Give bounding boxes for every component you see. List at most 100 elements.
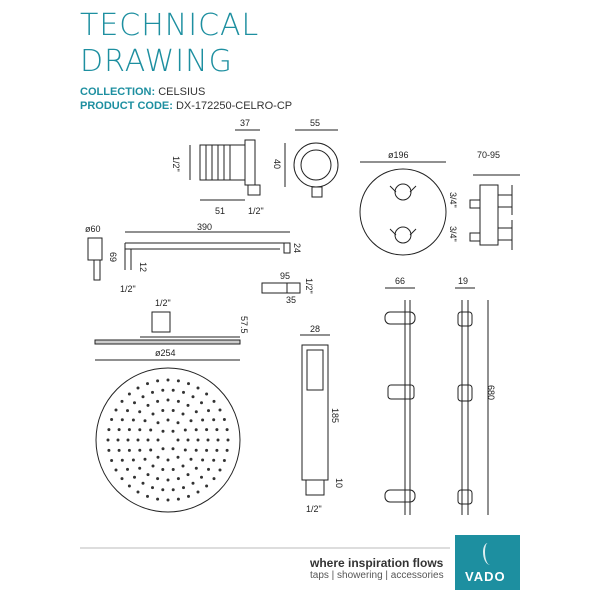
- dim-half-inch-e: 1/2": [155, 298, 171, 308]
- nozzle: [166, 398, 170, 402]
- dim-57-5: 57.5: [239, 316, 249, 334]
- nozzle: [166, 498, 170, 502]
- nozzle: [181, 412, 185, 416]
- nozzle: [212, 477, 216, 481]
- nozzle: [171, 409, 175, 412]
- collection-value: CELSIUS: [158, 86, 206, 98]
- dim-28: 28: [310, 324, 320, 334]
- nozzle: [191, 481, 195, 485]
- nozzle: [187, 494, 190, 498]
- dim-40: 40: [272, 159, 282, 169]
- nozzle: [136, 386, 140, 390]
- nozzle: [194, 466, 198, 470]
- nozzle: [151, 390, 154, 394]
- nozzle: [181, 464, 185, 468]
- nozzle: [146, 473, 150, 477]
- nozzle: [120, 399, 124, 403]
- dim-three-quarter-b: 3/4": [448, 226, 458, 242]
- nozzle: [189, 419, 193, 423]
- nozzle: [114, 468, 118, 472]
- nozzle: [200, 401, 203, 405]
- nozzle: [138, 428, 142, 432]
- nozzle: [216, 438, 220, 442]
- dim-254: ø254: [155, 348, 176, 358]
- nozzle: [196, 386, 200, 390]
- shower-head-view: [94, 311, 241, 513]
- footer-tagline: where inspiration flows: [310, 556, 444, 570]
- nozzle: [176, 438, 180, 442]
- riser-rail-front-view: [384, 287, 416, 515]
- nozzle: [138, 466, 142, 470]
- collection-row: COLLECTION: CELSIUS: [80, 86, 205, 98]
- nozzle: [215, 448, 219, 452]
- water-drop-icon: [483, 543, 495, 565]
- collection-label: COLLECTION:: [80, 86, 156, 98]
- valve-side-view: [469, 174, 520, 250]
- nozzle: [171, 488, 175, 492]
- brand-name: VADO: [465, 569, 506, 584]
- dim-half-inch-b: 1/2": [248, 206, 264, 216]
- nozzle: [196, 490, 200, 494]
- nozzle: [176, 399, 180, 403]
- dim-390: 390: [197, 222, 212, 232]
- nozzle: [225, 448, 229, 452]
- small-handset-view: [261, 282, 301, 294]
- nozzle: [120, 477, 124, 481]
- nozzle: [215, 428, 219, 432]
- nozzle: [141, 481, 145, 485]
- shower-arm-view: [87, 231, 291, 281]
- nozzle: [156, 421, 160, 425]
- nozzle: [183, 428, 187, 432]
- nozzle: [201, 458, 205, 462]
- nozzle: [126, 467, 129, 471]
- nozzle: [186, 403, 190, 407]
- riser-rail-side-view: [455, 287, 489, 515]
- title-line-2: DRAWING: [80, 44, 233, 79]
- nozzle: [126, 409, 129, 413]
- title-line-1: TECHNICAL: [80, 8, 260, 43]
- dim-196: ø196: [388, 150, 409, 160]
- nozzle: [146, 494, 149, 498]
- shower-head-nozzles: [106, 378, 230, 502]
- nozzle: [183, 448, 187, 452]
- nozzle: [156, 477, 160, 481]
- nozzle: [161, 429, 165, 433]
- nozzle: [212, 458, 216, 462]
- nozzle: [171, 388, 175, 392]
- nozzle: [200, 475, 203, 479]
- nozzle: [146, 382, 149, 386]
- nozzle: [131, 458, 135, 462]
- nozzle: [117, 428, 121, 432]
- nozzle: [156, 497, 160, 501]
- nozzle: [126, 438, 130, 442]
- nozzle: [156, 438, 160, 442]
- nozzle: [207, 409, 210, 413]
- dim-70-95: 70-95: [477, 150, 500, 160]
- wall-outlet-front-view: [284, 129, 339, 198]
- nozzle: [143, 457, 147, 461]
- nozzle: [127, 484, 131, 488]
- nozzle: [120, 418, 124, 422]
- dim-half-inch-f: 1/2": [306, 504, 322, 514]
- nozzle: [143, 419, 147, 423]
- dim-19: 19: [458, 276, 468, 286]
- nozzle: [133, 475, 136, 479]
- nozzle: [146, 403, 150, 407]
- nozzle: [156, 379, 160, 383]
- nozzle: [151, 464, 155, 468]
- nozzle: [206, 438, 210, 442]
- vado-logo: VADO: [455, 535, 520, 590]
- nozzle: [182, 486, 185, 490]
- nozzle: [186, 438, 190, 442]
- nozzle: [161, 468, 165, 471]
- nozzle: [205, 484, 209, 488]
- nozzle: [136, 438, 140, 442]
- nozzle: [166, 478, 170, 482]
- nozzle: [176, 379, 180, 383]
- nozzle: [127, 428, 131, 432]
- dim-12: 12: [138, 262, 148, 272]
- nozzle: [120, 458, 124, 462]
- nozzle: [171, 468, 175, 471]
- nozzle: [110, 459, 114, 462]
